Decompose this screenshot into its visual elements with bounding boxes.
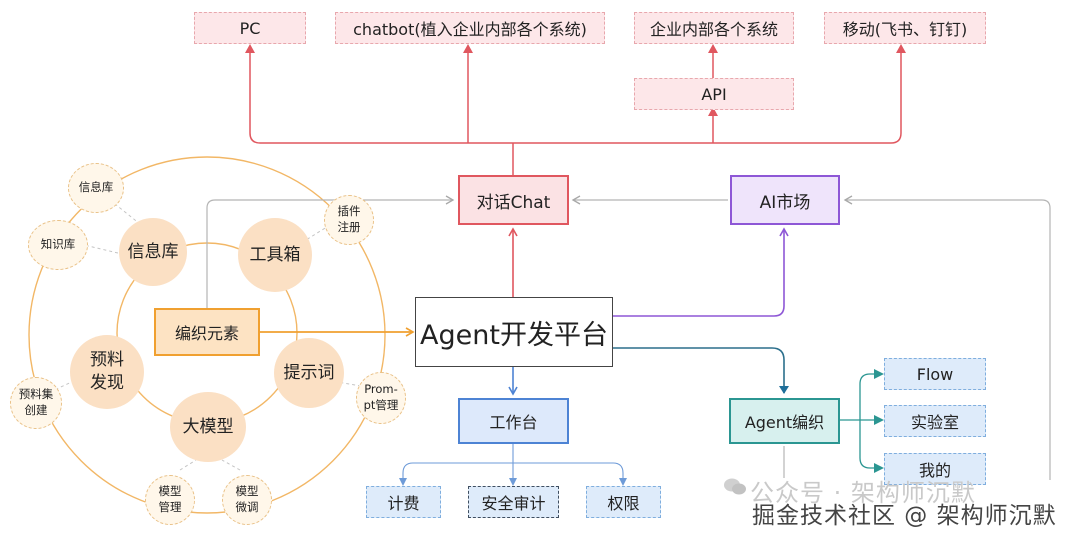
info-base-satellite: 信息库 <box>68 163 124 213</box>
model-manage-label: 模型管理 <box>158 484 182 514</box>
weave-elements-node: 编织元素 <box>154 308 260 356</box>
knowledge-base-satellite: 知识库 <box>28 220 88 270</box>
lab-node: 实验室 <box>884 405 986 437</box>
ai-market-node: AI市场 <box>730 175 840 225</box>
chat-node: 对话Chat <box>458 175 569 225</box>
api-node: API <box>634 78 794 110</box>
model-finetune-label: 模型微调 <box>235 484 259 514</box>
prompt-manage-label: Prom-pt管理 <box>363 382 399 412</box>
toolbox-circle: 工具箱 <box>238 218 312 292</box>
wechat-icon <box>724 478 746 495</box>
mine-node: 我的 <box>884 453 986 485</box>
mobile-node: 移动(飞书、钉钉) <box>824 12 986 44</box>
security-audit-node: 安全审计 <box>468 486 559 518</box>
watermark-site: 掘金技术社区 @ 架构师沉默 <box>752 503 1057 529</box>
corpus-create-satellite: 预料集创建 <box>10 377 62 429</box>
plugin-register-label: 插件注册 <box>337 204 361 234</box>
permission-node: 权限 <box>586 486 661 518</box>
model-finetune-satellite: 模型微调 <box>222 475 272 525</box>
flow-node: Flow <box>884 358 986 390</box>
corpus-discovery-circle: 预料发现 <box>70 335 144 409</box>
prompt-circle: 提示词 <box>274 338 344 408</box>
prompt-manage-satellite: Prom-pt管理 <box>356 372 406 424</box>
model-circle: 大模型 <box>170 392 246 462</box>
agent-platform-node: Agent开发平台 <box>415 297 613 367</box>
model-manage-satellite: 模型管理 <box>145 475 195 525</box>
workbench-node: 工作台 <box>458 398 569 444</box>
outer-ring <box>28 156 386 514</box>
corpus-create-label: 预料集创建 <box>18 387 54 417</box>
watermark-account: 公众号 · 架构师沉默 <box>750 479 976 507</box>
billing-node: 计费 <box>366 486 441 518</box>
chatbot-node: chatbot(植入企业内部各个系统) <box>335 12 605 44</box>
internal-systems-node: 企业内部各个系统 <box>634 12 794 44</box>
corpus-discovery-label: 预料发现 <box>90 350 124 393</box>
knowledge-base-circle: 信息库 <box>119 218 187 286</box>
agent-orchestration-node: Agent编织 <box>729 398 840 444</box>
pc-node: PC <box>194 12 306 44</box>
plugin-register-satellite: 插件注册 <box>324 195 374 245</box>
